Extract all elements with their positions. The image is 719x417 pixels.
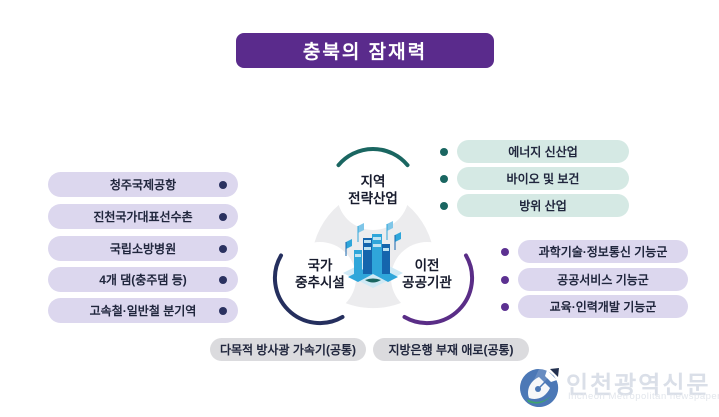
venn-circles: [284, 158, 463, 314]
bottom-right-circle-arc: [402, 253, 475, 326]
pen-nib-globe-logo-icon: [520, 368, 559, 407]
bottom-right-circle: [391, 242, 463, 314]
list-item: 과학기술·정보통신 기능군: [518, 240, 688, 263]
bottom-left-circle-label: 국가 중추시설: [295, 258, 345, 290]
bullet-icon: [440, 175, 448, 183]
bottom-right-circle-label: 이전 공공기관: [402, 258, 452, 290]
list-item: 청주국제공항: [48, 172, 238, 197]
list-item: 에너지 신산업: [457, 140, 629, 163]
bullet-icon: [501, 303, 509, 311]
list-item: 바이오 및 보건: [457, 167, 629, 190]
list-item: 4개 댐(충주댐 등): [48, 267, 238, 292]
list-item: 지방은행 부재 애로(공통): [373, 338, 529, 361]
venn-diagram-graphic: [272, 147, 475, 326]
bullet-icon: [219, 180, 227, 189]
city-illustration: [343, 221, 403, 288]
bullet-icon: [440, 202, 448, 210]
list-item: 국립소방병원: [48, 236, 238, 261]
bullet-icon: [219, 244, 227, 253]
bullet-icon: [219, 306, 227, 315]
list-item: 교육·인력개발 기능군: [518, 295, 688, 318]
bottom-left-circle: [284, 242, 356, 314]
list-item: 진천국가대표선수촌: [48, 204, 238, 229]
page-title: 충북의 잠재력: [302, 42, 428, 63]
bullet-icon: [501, 276, 509, 284]
list-item: 공공서비스 기능군: [518, 268, 688, 291]
bullet-icon: [501, 248, 509, 256]
list-item: 고속철·일반철 분기역: [48, 298, 238, 323]
bullet-icon: [440, 148, 448, 156]
top-circle-arc: [336, 147, 410, 168]
bottom-left-circle-arc: [272, 253, 345, 326]
list-item: 방위 산업: [457, 194, 629, 217]
bullet-icon: [219, 212, 227, 221]
watermark-korean-text: 인천광역신문: [566, 372, 711, 399]
title-banner: 충북의 잠재력: [236, 33, 494, 68]
top-circle: [337, 158, 409, 230]
bullet-icon: [219, 275, 227, 284]
top-circle-label: 지역 전략산업: [348, 174, 398, 206]
watermark-english-text: Incheon Metropolitan newspaper: [568, 391, 719, 402]
list-item: 다목적 방사광 가속기(공통): [210, 338, 366, 361]
